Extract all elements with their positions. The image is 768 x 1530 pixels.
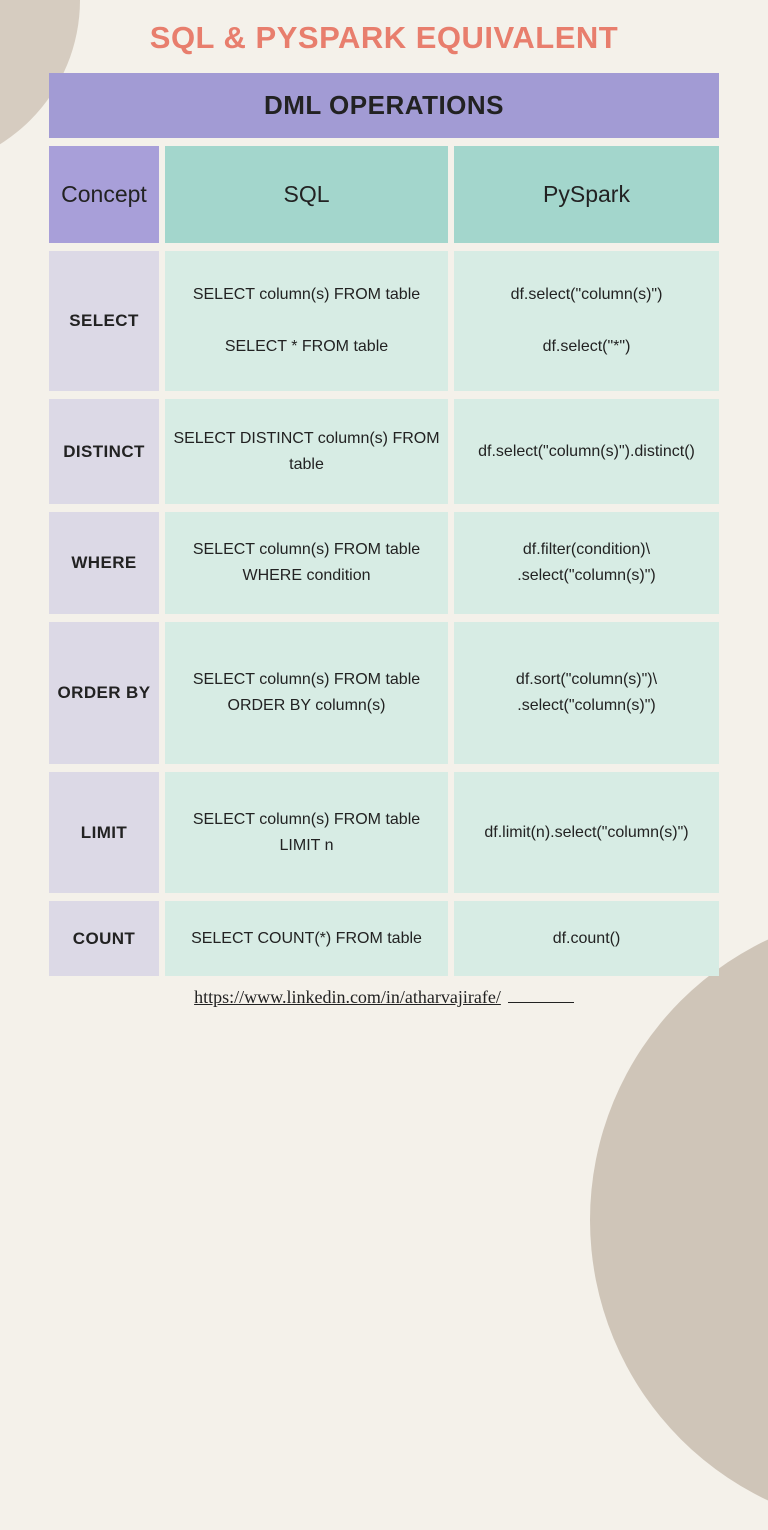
concept-label-select: SELECT	[49, 251, 159, 391]
concept-label-order-by: ORDER BY	[49, 622, 159, 764]
table-row-limit: LIMIT SELECT column(s) FROM table LIMIT …	[49, 772, 719, 893]
pyspark-cell-limit: df.limit(n).select("column(s)")	[454, 772, 719, 893]
sql-pyspark-table: Concept SQL PySpark SELECT SELECT column…	[49, 146, 719, 976]
concept-label-where: WHERE	[49, 512, 159, 614]
footer: https://www.linkedin.com/in/atharvajiraf…	[0, 985, 768, 1008]
section-banner-label: DML OPERATIONS	[263, 90, 505, 120]
sql-cell-distinct: SELECT DISTINCT column(s) FROM table	[165, 399, 448, 504]
sql-cell-order-by: SELECT column(s) FROM table ORDER BY col…	[165, 622, 448, 764]
footer-underline-segment	[507, 985, 574, 1003]
column-header-concept: Concept	[49, 146, 159, 243]
table-row-order-by: ORDER BY SELECT column(s) FROM table ORD…	[49, 622, 719, 764]
table-row-distinct: DISTINCT SELECT DISTINCT column(s) FROM …	[49, 399, 719, 504]
sql-cell-where: SELECT column(s) FROM table WHERE condit…	[165, 512, 448, 614]
sql-cell-count: SELECT COUNT(*) FROM table	[165, 901, 448, 976]
section-banner: DML OPERATIONS	[49, 73, 719, 138]
table-row-where: WHERE SELECT column(s) FROM table WHERE …	[49, 512, 719, 614]
sql-cell-limit: SELECT column(s) FROM table LIMIT n	[165, 772, 448, 893]
concept-label-limit: LIMIT	[49, 772, 159, 893]
pyspark-cell-order-by: df.sort("column(s)")\ .select("column(s)…	[454, 622, 719, 764]
pyspark-cell-distinct: df.select("column(s)").distinct()	[454, 399, 719, 504]
column-header-sql: SQL	[165, 146, 448, 243]
pyspark-cell-select: df.select("column(s)") df.select("*")	[454, 251, 719, 391]
table-row-count: COUNT SELECT COUNT(*) FROM table df.coun…	[49, 901, 719, 976]
concept-label-count: COUNT	[49, 901, 159, 976]
table-row-select: SELECT SELECT column(s) FROM table SELEC…	[49, 251, 719, 391]
pyspark-cell-count: df.count()	[454, 901, 719, 976]
page-title: SQL & PYSPARK EQUIVALENT	[149, 20, 619, 55]
linkedin-link[interactable]: https://www.linkedin.com/in/atharvajiraf…	[194, 987, 501, 1007]
column-header-pyspark: PySpark	[454, 146, 719, 243]
table-header-row: Concept SQL PySpark	[49, 146, 719, 243]
concept-label-distinct: DISTINCT	[49, 399, 159, 504]
sql-cell-select: SELECT column(s) FROM table SELECT * FRO…	[165, 251, 448, 391]
pyspark-cell-where: df.filter(condition)\ .select("column(s)…	[454, 512, 719, 614]
infographic: SQL & PYSPARK EQUIVALENT DML OPERATIONS …	[0, 20, 768, 1008]
